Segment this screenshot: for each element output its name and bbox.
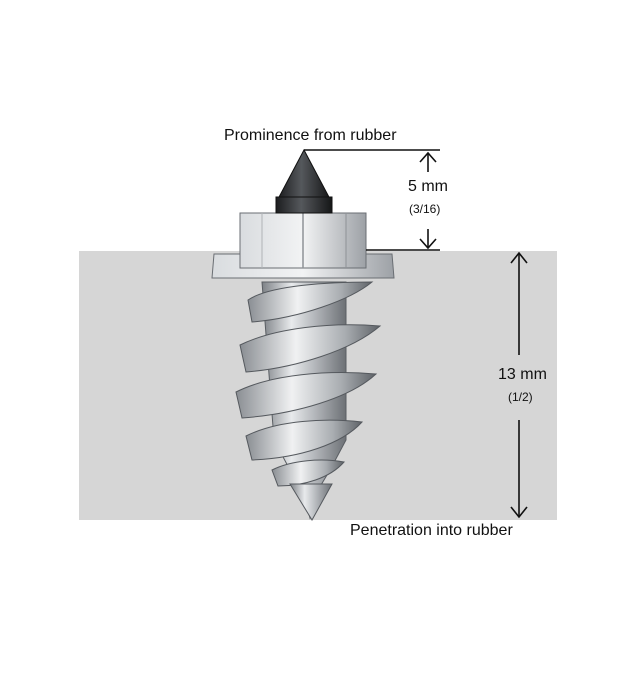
prominence-value: 5 mm <box>408 178 448 195</box>
dimension-markers <box>304 149 528 519</box>
penetration-label: Penetration into rubber <box>350 522 513 539</box>
prominence-inch-value: (3/16) <box>409 202 441 216</box>
penetration-value: 13 mm <box>498 366 547 383</box>
stud-illustration <box>211 148 395 521</box>
penetration-inch-value: (1/2) <box>508 390 533 404</box>
prominence-label: Prominence from rubber <box>224 127 397 144</box>
